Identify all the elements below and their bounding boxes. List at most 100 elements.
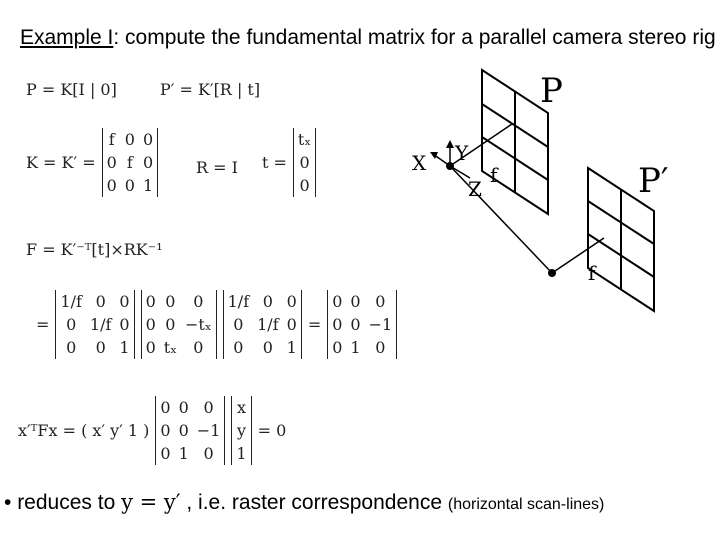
matrix-cell: 1 — [178, 444, 189, 463]
plane-p-grid-h1 — [481, 103, 549, 148]
bullet-text-1: reduces to — [11, 491, 122, 514]
eq-fundamental: F = K′⁻ᵀ[t]×RK⁻¹ — [26, 240, 163, 259]
eq-t-vector: t = tₓ 0 0 — [262, 128, 317, 197]
matrix-cell: −1 — [196, 421, 221, 440]
matrix-row: tₓ — [293, 128, 315, 151]
label-p-prime: P′ — [638, 161, 669, 201]
bullet-expression: y = y′ — [121, 490, 181, 514]
matrix-cell: 1 — [119, 338, 130, 357]
eq-k-label: K = K′ = — [26, 153, 96, 172]
matrix-cell: 0 — [95, 292, 106, 311]
matrix-cell: 0 — [193, 292, 204, 311]
matrix-cell: 0 — [95, 338, 106, 357]
label-f-left: f — [490, 163, 499, 187]
bullet-point: • reduces to y = y′ , i.e. raster corres… — [4, 490, 604, 515]
y-axis-arrowhead — [446, 140, 454, 148]
label-z: Z — [468, 177, 482, 201]
stereo-rig-figure: P P′ X Y Z f f — [412, 68, 669, 313]
title-example: Example I — [20, 26, 114, 49]
matrix-row: 0 1/f 0 — [223, 313, 301, 336]
label-f-right: f — [588, 261, 597, 285]
matrix-cell: 0 — [299, 176, 310, 195]
matrix-cell: 0 — [160, 444, 171, 463]
plane-p-grid-h2 — [481, 136, 549, 181]
slide-title: Example I: compute the fundamental matri… — [20, 26, 716, 50]
eq-t-label: t = — [262, 153, 287, 172]
matrix-cell: 0 — [350, 292, 361, 311]
matrix-cell: 1 — [350, 338, 361, 357]
matrix-cell: 0 — [286, 292, 297, 311]
matrix-cell: 0 — [299, 153, 310, 172]
camera-center-right — [548, 269, 556, 277]
matrix-cell: 0 — [145, 315, 156, 334]
matrix-cell: 0 — [350, 315, 361, 334]
matrix-cell: 0 — [178, 421, 189, 440]
matrix-cell: 1/f — [89, 315, 112, 334]
t-vector: tₓ 0 0 — [292, 128, 317, 197]
matrix-cell: 1 — [286, 338, 297, 357]
matrix-cell: 0 — [286, 315, 297, 334]
matrix-cell: 0 — [106, 176, 117, 195]
title-text: : compute the fundamental matrix for a p… — [113, 26, 716, 49]
matrix-cell: 0 — [233, 315, 244, 334]
matrix-row: 0 — [293, 151, 315, 174]
optical-axis-right — [551, 237, 605, 274]
bullet-mark: • — [4, 491, 12, 514]
matrix-cell: 0 — [165, 292, 176, 311]
matrix-row: y — [232, 419, 251, 442]
matrix-cell: 0 — [262, 338, 273, 357]
matrix-cell: 0 — [203, 398, 214, 417]
plane-pp-grid-h1 — [587, 200, 655, 245]
matrix-cell: 0 — [145, 292, 156, 311]
matrix-cell: tₓ — [163, 338, 177, 357]
matrix-cell: 0 — [142, 130, 154, 149]
matrix-cell: x — [236, 398, 246, 417]
matrix-cell: 0 — [332, 338, 343, 357]
matrix-cell: 0 — [106, 153, 117, 172]
matrix-cell: f — [126, 153, 133, 172]
bullet-parenthetical: (horizontal scan-lines) — [447, 496, 605, 513]
matrix-cell: 1/f — [60, 292, 82, 311]
eq-equals-1: = — [36, 315, 50, 334]
eq-equals-2: = — [307, 315, 322, 334]
matrix-cell: 0 — [142, 153, 154, 172]
matrix-cell: 0 — [124, 130, 135, 149]
matrix-cell: 1 — [236, 444, 247, 463]
matrix-cell: 0 — [119, 292, 130, 311]
matrix-cell: 0 — [262, 292, 273, 311]
baseline — [449, 165, 553, 274]
matrix-row: 0 — [293, 174, 315, 197]
camera-center-left — [446, 162, 454, 170]
matrix-cell: 0 — [332, 315, 343, 334]
matrix-cell: 0 — [375, 292, 386, 311]
matrix-cell: 0 — [66, 315, 77, 334]
matrix-cell: 0 — [375, 338, 386, 357]
matrix-cell: 1/f — [257, 315, 279, 334]
matrix-cell: 1/f — [227, 292, 250, 311]
eq-zero: = 0 — [257, 421, 287, 440]
matrix-cell: 0 — [145, 338, 156, 357]
matrix-cell: 0 — [203, 444, 214, 463]
matrix-cell: 0 — [165, 315, 176, 334]
